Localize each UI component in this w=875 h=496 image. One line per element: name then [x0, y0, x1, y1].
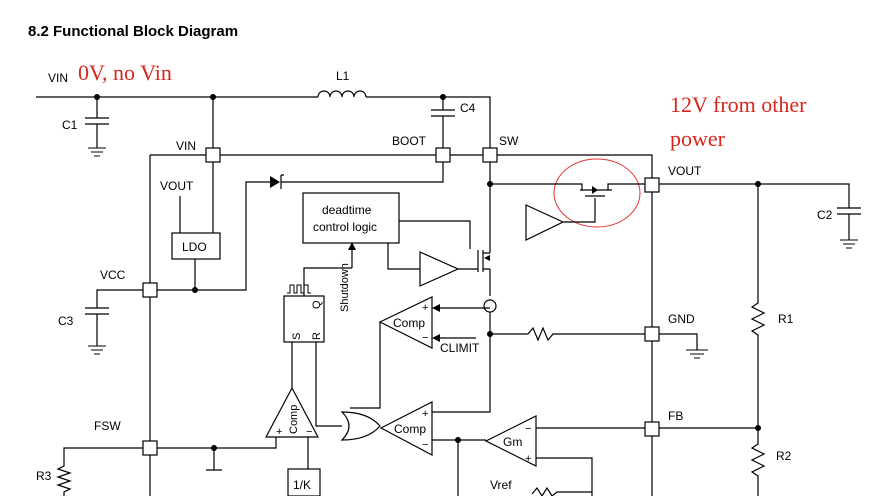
vout-annotation-line1: 12V from other [670, 92, 807, 117]
vref-to-gm-wire [536, 457, 593, 496]
pin-sw-label: SW [499, 134, 519, 148]
divider-block [287, 468, 321, 496]
high-side-fet [490, 183, 645, 197]
c4-label: C4 [460, 101, 476, 115]
gnd-resistor [527, 326, 645, 342]
dt-to-ls-wire [387, 243, 420, 270]
fsw-comparator [265, 386, 319, 438]
gm-amplifier [484, 415, 537, 467]
climit-to-or-wire [350, 322, 381, 409]
pin-gnd-label: GND [668, 312, 695, 326]
pin-vcc-label: VCC [100, 268, 126, 282]
pin-fsw [142, 440, 158, 456]
sense-to-comp3-wire [432, 334, 491, 413]
comp3-plus: + [422, 408, 428, 420]
ground-symbol [686, 349, 708, 359]
climit-label: CLIMIT [440, 341, 480, 355]
comp2-label: Comp [393, 316, 425, 330]
fsw-to-comp1-wire [157, 437, 277, 449]
c1-capacitor [85, 97, 109, 157]
latch-q-label: Q [311, 300, 323, 309]
comp1-plus: + [276, 426, 282, 438]
highlight-ellipse [553, 158, 641, 228]
dt-to-hs-wire [399, 220, 471, 249]
gm-label: Gm [503, 435, 522, 449]
pin-vcc [142, 282, 158, 298]
pin-vin [205, 147, 221, 163]
or-gate [340, 411, 381, 441]
deadtime-line1: deadtime [322, 203, 372, 217]
boot-diode [270, 162, 444, 189]
vcc-rail-wire [157, 181, 272, 291]
l1-label: L1 [336, 69, 350, 83]
r3-label: R3 [36, 469, 52, 483]
pin-fsw-label: FSW [94, 419, 121, 433]
comp3-label: Comp [394, 422, 426, 436]
gnd-external-wire [659, 333, 698, 350]
r1-label: R1 [778, 312, 794, 326]
c3-label: C3 [58, 314, 74, 328]
latch-r-label: R [311, 332, 323, 340]
gm-plus: + [525, 453, 531, 465]
current-sense-icon [483, 299, 497, 313]
sense-gnd-wire [489, 312, 528, 335]
ldo-block [171, 232, 221, 260]
shutdown-label: Shutdown [339, 263, 351, 312]
gm-minus: − [525, 423, 531, 435]
c3-capacitor [85, 289, 143, 355]
divider-label: 1/K [293, 478, 311, 492]
vref-label: Vref [490, 478, 512, 492]
ldo-label: LDO [182, 240, 207, 254]
r2-resistor [750, 428, 766, 496]
comp2-plus: + [422, 302, 428, 314]
c2-label: C2 [817, 208, 833, 222]
deadtime-line2: control logic [313, 220, 377, 234]
vref-source [531, 486, 592, 496]
vin-annotation: 0V, no Vin [78, 60, 172, 85]
fb-comparator [379, 401, 433, 456]
low-side-driver [419, 251, 460, 287]
c1-label: C1 [62, 118, 78, 132]
hs-gate-wire [563, 198, 596, 223]
latch-to-shutdown-wire [303, 267, 352, 296]
comp2-minus: − [422, 332, 428, 344]
pin-gnd [644, 326, 660, 342]
vout-annotation-line2: power [670, 126, 726, 151]
pin-fb [644, 421, 660, 437]
ramp-cap-stub [206, 448, 222, 471]
r3-resistor [56, 447, 143, 496]
pin-sw [482, 147, 498, 163]
deadtime-block [302, 192, 400, 244]
r1-resistor [750, 184, 766, 428]
shutdown-arrowhead [348, 242, 356, 250]
comp1-label: Comp [288, 405, 300, 434]
arrowhead [432, 304, 440, 312]
ic-boundary [149, 154, 653, 496]
pin-vout-label: VOUT [668, 164, 702, 178]
comp1-minus: − [306, 426, 312, 438]
low-side-fet [477, 162, 491, 296]
comp3-minus: − [422, 439, 428, 451]
c4-capacitor [431, 97, 455, 149]
latch-s-label: S [291, 333, 303, 340]
vin-rail-label: VIN [48, 71, 68, 85]
pin-fb-label: FB [668, 409, 683, 423]
pin-boot [435, 147, 451, 163]
pin-vout [644, 177, 660, 193]
pin-vin-label: VIN [176, 139, 196, 153]
c2-capacitor [837, 207, 861, 249]
vout-external-wire [659, 183, 850, 208]
climit-comparator [378, 296, 433, 349]
r2-label: R2 [776, 449, 792, 463]
clock-pulse-icon [287, 284, 311, 294]
section-title: 8.2 Functional Block Diagram [28, 23, 238, 40]
l1-inductor [317, 90, 491, 149]
or-to-latch-wire [315, 342, 342, 427]
pin-boot-label: BOOT [392, 134, 427, 148]
arrowhead [432, 334, 440, 342]
internal-vout-label: VOUT [160, 179, 194, 193]
high-side-driver [525, 204, 565, 241]
